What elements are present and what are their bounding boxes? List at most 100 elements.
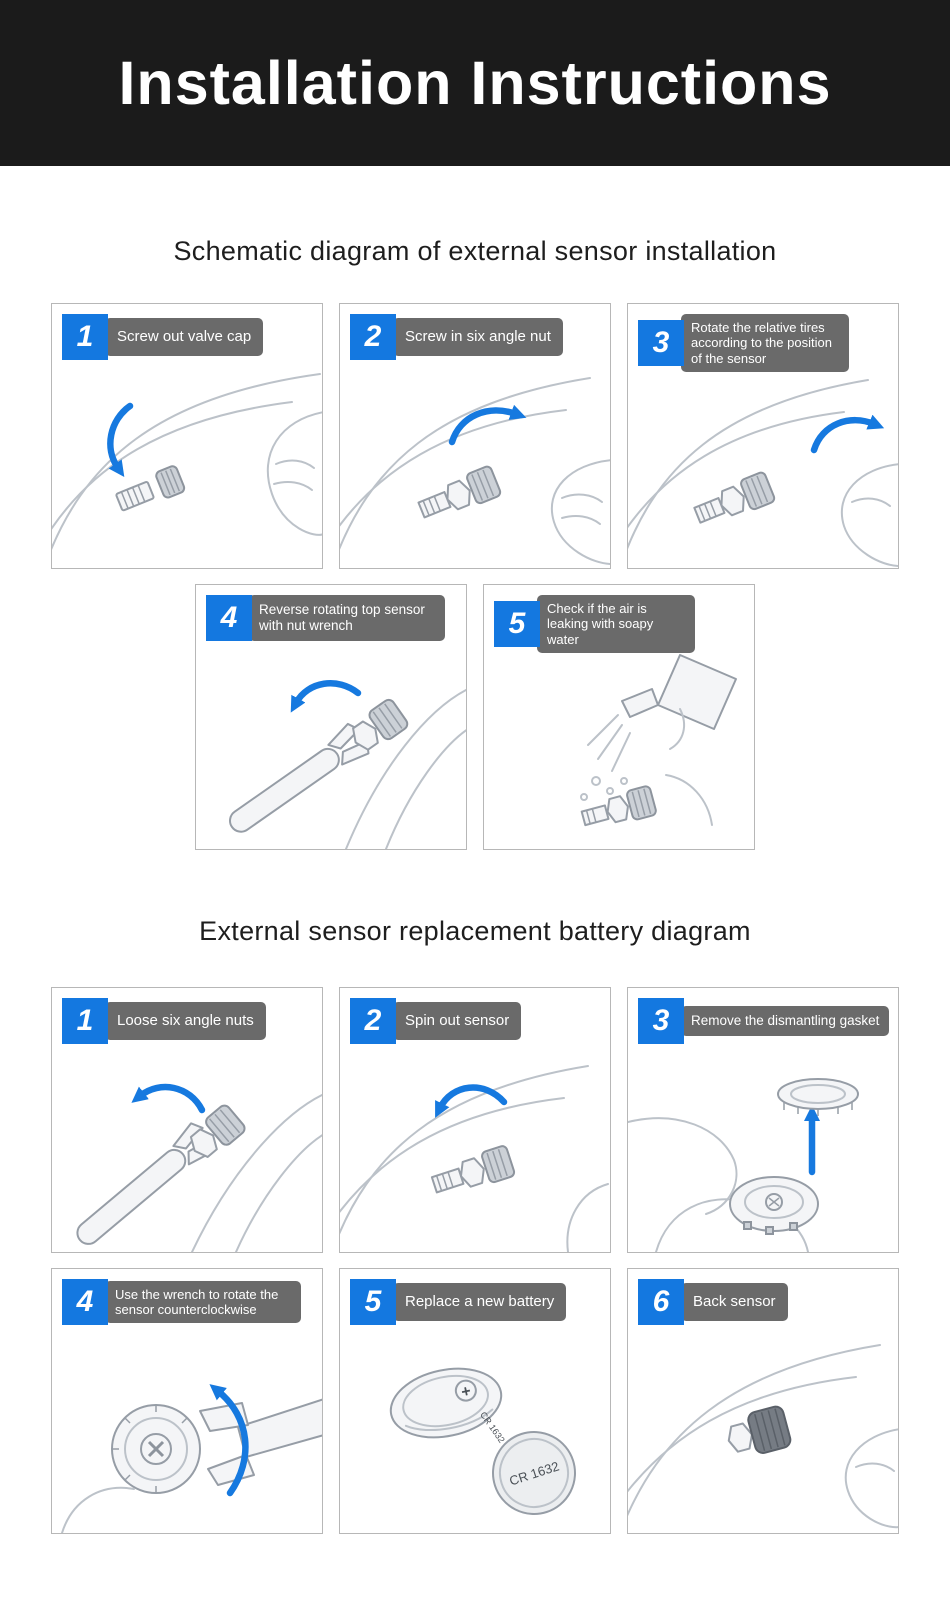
step-number-badge: 5 [494,600,540,647]
step-label: Rotate the relative tires according to t… [681,314,849,372]
sensor-graphic [417,465,502,519]
hand-graphic [566,1183,609,1252]
rotate-arrow-icon [435,1084,508,1118]
tire-rim-graphic [191,1093,322,1252]
sensor-face-graphic [111,1404,201,1494]
illustration-replace-battery: + CR 1632 CR 1632 [389,1367,576,1515]
rotate-arrow-icon [448,404,527,446]
step-label: Screw out valve cap [105,318,264,356]
step-panel-install-4: 4 Reverse rotating top sensor with nut w… [195,584,467,850]
battery-row-2: 4 Use the wrench to rotate the sensor co… [0,1268,950,1534]
illustration-screw-in-nut [340,377,610,565]
soap-bubbles-graphic [580,776,628,801]
hand-graphic [665,774,713,826]
section-title-installation: Schematic diagram of external sensor ins… [173,236,777,266]
step-number-badge: 4 [206,595,252,641]
wrench-graphic [76,1122,216,1245]
bottom-spacer [0,1534,950,1588]
wrench-graphic [199,1398,322,1486]
sensor-graphic [189,1104,246,1158]
step-panel-install-3: 3 Rotate the relative tires according to… [627,303,899,569]
step-label: Reverse rotating top sensor with nut wre… [249,595,445,641]
step-number-badge: 3 [638,319,684,366]
tire-rim-graphic [628,379,869,550]
step-number-badge: 5 [350,1279,396,1325]
step-header: 3 Rotate the relative tires according to… [638,314,892,372]
sensor-graphic [580,785,657,827]
gasket-ring-graphic [777,1078,859,1116]
rotate-arrow-icon [107,402,134,478]
step-label: Replace a new battery [393,1283,567,1321]
rotate-arrow-icon [209,1384,249,1497]
tire-rim-graphic [340,1065,589,1235]
step-header: 3 Remove the dismantling gasket [638,998,892,1044]
hand-graphic [266,411,322,536]
step-label: Use the wrench to rotate the sensor coun… [105,1280,301,1324]
sensor-graphic [727,1405,792,1454]
battery-polarity-mark: + [460,1383,473,1402]
installation-row-2: 4 Reverse rotating top sensor with nut w… [0,584,950,850]
step-header: 5 Replace a new battery [350,1279,604,1325]
step-panel-install-5: 5 Check if the air is leaking with soapy… [483,584,755,850]
step-label: Back sensor [681,1283,788,1321]
wrench-graphic [229,722,370,833]
hand-graphic [61,1486,135,1533]
battery-row-1: 1 Loose six angle nuts [0,987,950,1253]
sensor-body-graphic [729,1176,819,1235]
illustration-nut-wrench [229,680,466,849]
step-header: 5 Check if the air is leaking with soapy… [494,595,748,653]
step-panel-install-2: 2 Screw in six angle nut [339,303,611,569]
illustration-loose-nuts [76,1083,322,1252]
rotate-arrow-icon [810,414,885,454]
step-header: 2 Spin out sensor [350,998,604,1044]
step-number-badge: 1 [62,314,108,360]
step-label: Check if the air is leaking with soapy w… [537,595,695,653]
illustration-wrench-counterclockwise [61,1384,322,1533]
illustration-remove-gasket [628,1078,859,1252]
battery-graphic: CR 1632 [492,1431,576,1515]
rotate-arrow-icon [131,1083,206,1114]
step-number-badge: 2 [350,314,396,360]
sensor-shell-graphic: + [389,1367,503,1439]
hand-graphic [844,1428,898,1529]
step-panel-install-1: 1 Screw out valve cap [51,303,323,569]
tire-rim-graphic [340,377,591,550]
step-header: 1 Screw out valve cap [62,314,316,360]
sensor-graphic [352,698,409,751]
sensor-graphic [430,1145,516,1194]
step-header: 4 Reverse rotating top sensor with nut w… [206,595,460,641]
illustration-screw-out-valve-cap [52,373,322,551]
step-header: 1 Loose six angle nuts [62,998,316,1044]
step-header: 2 Screw in six angle nut [350,314,604,360]
step-label: Remove the dismantling gasket [681,1006,890,1036]
hand-graphic [840,463,898,567]
illustration-rotate-tires [628,379,898,567]
page-title: Installation Instructions [118,49,832,117]
tire-rim-graphic [628,1344,881,1517]
step-panel-battery-6: 6 Back sensor [627,1268,899,1534]
tire-rim-graphic [52,373,321,551]
rotate-arrow-icon [290,680,362,713]
step-header: 6 Back sensor [638,1279,892,1325]
step-panel-battery-5: 5 Replace a new battery + CR 1632 CR 163… [339,1268,611,1534]
step-number-badge: 6 [638,1279,684,1325]
step-panel-battery-4: 4 Use the wrench to rotate the sensor co… [51,1268,323,1534]
header-banner: Installation Instructions [0,0,950,166]
step-panel-battery-3: 3 Remove the dismantling gasket [627,987,899,1253]
step-label: Screw in six angle nut [393,318,563,356]
hand-graphic [550,459,610,565]
step-header: 4 Use the wrench to rotate the sensor co… [62,1279,316,1325]
spray-bottle-graphic [587,654,737,772]
tire-rim-graphic [345,688,466,849]
valve-stem-graphic [115,465,186,512]
illustration-back-sensor [628,1344,898,1529]
step-label: Spin out sensor [393,1002,522,1040]
step-panel-battery-2: 2 Spin out sensor [339,987,611,1253]
illustration-spin-out-sensor [340,1065,609,1252]
step-panel-battery-1: 1 Loose six angle nuts [51,987,323,1253]
step-number-badge: 3 [638,998,684,1044]
sensor-graphic [693,471,776,524]
step-label: Loose six angle nuts [105,1002,266,1040]
installation-row-1: 1 Screw out valve cap [0,303,950,569]
